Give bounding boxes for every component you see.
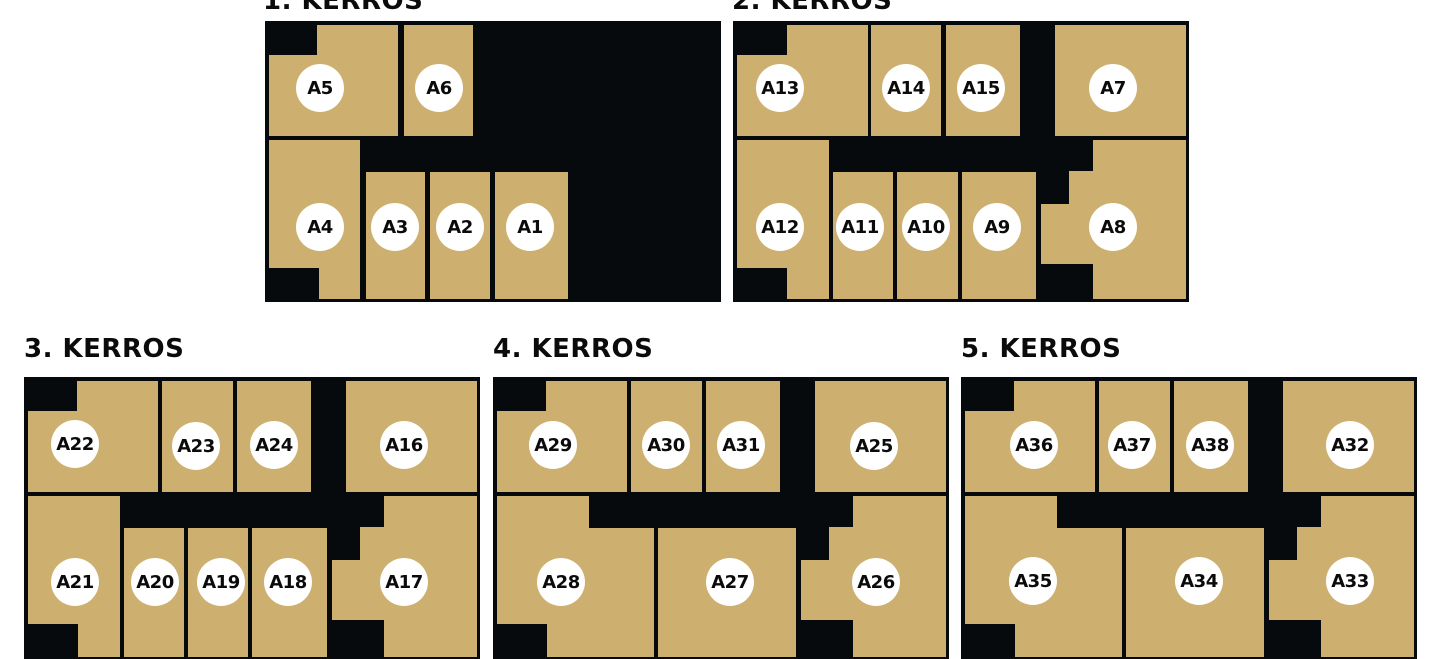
badge-a7[interactable]: A7 bbox=[1089, 64, 1137, 112]
apartment-a22[interactable] bbox=[77, 381, 158, 421]
apartment-a26[interactable] bbox=[829, 527, 859, 567]
apartment-a29[interactable] bbox=[546, 381, 627, 421]
floor-4-title: 4. KERROS bbox=[493, 334, 654, 364]
badge-a1[interactable]: A1 bbox=[506, 203, 554, 251]
badge-a24[interactable]: A24 bbox=[250, 421, 298, 469]
badge-a27[interactable]: A27 bbox=[706, 558, 754, 606]
floor-5-plan bbox=[961, 377, 1417, 659]
badge-a13[interactable]: A13 bbox=[756, 64, 804, 112]
badge-a2[interactable]: A2 bbox=[436, 203, 484, 251]
badge-a30[interactable]: A30 bbox=[642, 421, 690, 469]
badge-a18[interactable]: A18 bbox=[264, 558, 312, 606]
badge-a6[interactable]: A6 bbox=[415, 64, 463, 112]
apartment-a13[interactable] bbox=[787, 25, 868, 65]
floor-1-title: 1. KERROS bbox=[263, 0, 424, 16]
badge-a5[interactable]: A5 bbox=[296, 64, 344, 112]
badge-a19[interactable]: A19 bbox=[197, 558, 245, 606]
apartment-a21[interactable] bbox=[78, 617, 120, 657]
badge-a10[interactable]: A10 bbox=[902, 203, 950, 251]
badge-a22[interactable]: A22 bbox=[51, 420, 99, 468]
badge-a35[interactable]: A35 bbox=[1009, 557, 1057, 605]
apartment-a5[interactable] bbox=[317, 25, 398, 65]
apartment-a28[interactable] bbox=[497, 496, 589, 536]
badge-a23[interactable]: A23 bbox=[172, 422, 220, 470]
badge-a21[interactable]: A21 bbox=[51, 558, 99, 606]
badge-a9[interactable]: A9 bbox=[973, 203, 1021, 251]
badge-a28[interactable]: A28 bbox=[537, 558, 585, 606]
apartment-a12[interactable] bbox=[787, 261, 829, 299]
apartment-a35[interactable] bbox=[1015, 617, 1122, 657]
apartment-a4[interactable] bbox=[319, 261, 360, 299]
floor-3-title: 3. KERROS bbox=[24, 334, 185, 364]
floor-3-plan bbox=[24, 377, 480, 659]
apartment-a33[interactable] bbox=[1269, 560, 1329, 620]
apartment-a33[interactable] bbox=[1297, 527, 1327, 567]
badge-a12[interactable]: A12 bbox=[756, 203, 804, 251]
floor-1-plan bbox=[265, 21, 721, 302]
badge-a15[interactable]: A15 bbox=[957, 64, 1005, 112]
badge-a3[interactable]: A3 bbox=[371, 203, 419, 251]
apartment-a36[interactable] bbox=[1014, 381, 1095, 421]
badge-a29[interactable]: A29 bbox=[529, 421, 577, 469]
badge-a38[interactable]: A38 bbox=[1186, 421, 1234, 469]
badge-a17[interactable]: A17 bbox=[380, 558, 428, 606]
badge-a37[interactable]: A37 bbox=[1108, 421, 1156, 469]
apartment-a17[interactable] bbox=[360, 527, 390, 567]
floor-2-plan bbox=[733, 21, 1189, 302]
badge-a8[interactable]: A8 bbox=[1089, 203, 1137, 251]
badge-a25[interactable]: A25 bbox=[850, 422, 898, 470]
badge-a14[interactable]: A14 bbox=[882, 64, 930, 112]
badge-a31[interactable]: A31 bbox=[717, 421, 765, 469]
badge-a33[interactable]: A33 bbox=[1326, 557, 1374, 605]
badge-a32[interactable]: A32 bbox=[1326, 421, 1374, 469]
badge-a36[interactable]: A36 bbox=[1010, 421, 1058, 469]
badge-a16[interactable]: A16 bbox=[380, 421, 428, 469]
apartment-a26[interactable] bbox=[801, 560, 861, 620]
badge-a20[interactable]: A20 bbox=[131, 558, 179, 606]
badge-a34[interactable]: A34 bbox=[1175, 557, 1223, 605]
floor-5-title: 5. KERROS bbox=[961, 334, 1122, 364]
badge-a4[interactable]: A4 bbox=[296, 203, 344, 251]
floor-4-plan bbox=[493, 377, 949, 659]
floor-2-title: 2. KERROS bbox=[732, 0, 893, 16]
badge-a11[interactable]: A11 bbox=[836, 203, 884, 251]
apartment-a8[interactable] bbox=[1069, 171, 1099, 211]
apartment-a35[interactable] bbox=[965, 496, 1057, 536]
badge-a26[interactable]: A26 bbox=[852, 558, 900, 606]
apartment-a28[interactable] bbox=[547, 617, 654, 657]
